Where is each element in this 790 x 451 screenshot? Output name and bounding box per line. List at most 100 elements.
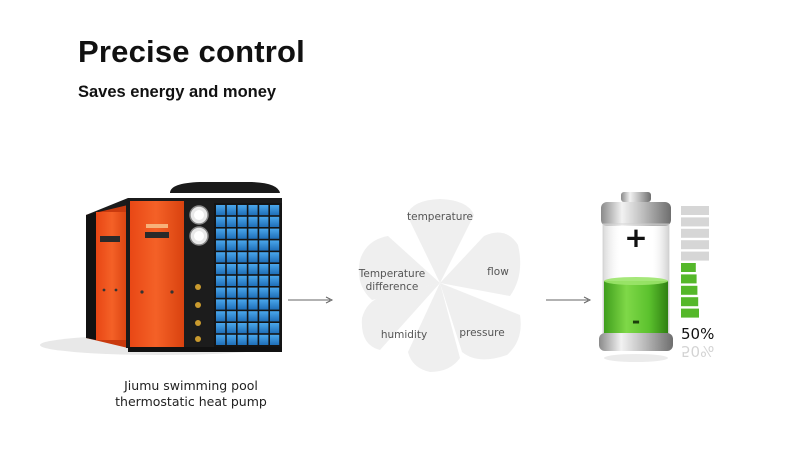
coil-cell (237, 311, 247, 322)
caption-line-2: thermostatic heat pump (115, 394, 267, 409)
meter-bar-empty (681, 251, 709, 261)
factor-humidity: humidity (380, 329, 428, 341)
meter-bar-filled (681, 308, 699, 318)
meter-bar-empty (681, 217, 709, 227)
coil-cell (270, 216, 280, 227)
coil-cell (226, 287, 236, 298)
coil-cell (216, 323, 226, 334)
factors-flower (358, 199, 521, 372)
meter-bar-empty (681, 240, 709, 250)
factor-flow: flow (487, 266, 509, 278)
meter-bar-filled (681, 297, 699, 307)
coil-cell (216, 216, 226, 227)
coil-cell (270, 228, 280, 239)
coil-cell (216, 252, 226, 263)
coil-cell (270, 264, 280, 275)
coil-cell (248, 252, 258, 263)
factor-pressure: pressure (459, 327, 505, 339)
coil-cell (226, 311, 236, 322)
coil-cell (270, 323, 280, 334)
coil-cell (248, 323, 258, 334)
page-subtitle: Saves energy and money (78, 83, 277, 101)
coil-cell (259, 299, 269, 310)
coil-cell (248, 228, 258, 239)
coil-cell (270, 205, 280, 216)
factor-temperature-difference: Temperature difference (352, 268, 432, 294)
battery-image: + - (599, 192, 673, 362)
battery-level-label: 50% (681, 325, 715, 343)
coil-cell (270, 299, 280, 310)
level-meter (681, 206, 709, 318)
coil-cell (248, 205, 258, 216)
factor-temperature-difference-line1: Temperature (358, 268, 426, 280)
coil-cell (259, 228, 269, 239)
coil-cell (237, 299, 247, 310)
coil-cell (216, 228, 226, 239)
petal-bottom (408, 283, 460, 372)
coil-cell (248, 287, 258, 298)
coil-cell (259, 311, 269, 322)
coil-cell (237, 275, 247, 286)
coil-cell (216, 311, 226, 322)
product-caption: Jiumu swimming pool thermostatic heat pu… (86, 378, 296, 410)
coil-cell (270, 311, 280, 322)
coil-cell (237, 252, 247, 263)
coil-cell (259, 240, 269, 251)
arrow-to-factors (288, 296, 334, 304)
coil-cell (226, 275, 236, 286)
coil-cell (237, 264, 247, 275)
coil-cell (248, 240, 258, 251)
coil-cell (259, 275, 269, 286)
coil-cell (259, 216, 269, 227)
coil-cell (237, 216, 247, 227)
coil-cell (216, 205, 226, 216)
coil-cell (270, 252, 280, 263)
coil-cell (216, 264, 226, 275)
coil-cell (216, 334, 226, 345)
coil-cell (248, 264, 258, 275)
coil-cell (248, 311, 258, 322)
petal-top (407, 199, 474, 283)
coil-cell (248, 275, 258, 286)
coil-cell (226, 323, 236, 334)
factor-temperature: temperature (407, 211, 473, 223)
coil-cell (259, 323, 269, 334)
coil-cell (237, 205, 247, 216)
coil-cell (216, 287, 226, 298)
coil-cell (248, 334, 258, 345)
coil-cell (259, 252, 269, 263)
coil-cell (237, 334, 247, 345)
meter-bar-filled (681, 263, 696, 272)
coil-cell (248, 299, 258, 310)
petal-bottom-left (361, 283, 440, 350)
coil-cell (226, 299, 236, 310)
petal-right (440, 232, 521, 296)
coil-cell (226, 264, 236, 275)
coil-cell (237, 240, 247, 251)
battery-level-reflection: 50% (681, 342, 715, 360)
meter-bar-filled (681, 285, 698, 295)
coil-cell (259, 205, 269, 216)
coil-cell (237, 323, 247, 334)
caption-line-1: Jiumu swimming pool (124, 378, 258, 393)
coil-cell (226, 228, 236, 239)
coil-cell (270, 275, 280, 286)
meter-bar-empty (681, 206, 709, 215)
coil-cell (226, 252, 236, 263)
meter-bar-filled (681, 274, 697, 284)
coil-cell (237, 228, 247, 239)
coil-cell (226, 205, 236, 216)
arrow-to-battery (546, 296, 592, 304)
page-title: Precise control (78, 34, 305, 69)
battery-plus-icon: + (624, 221, 647, 254)
coil-cell (226, 334, 236, 345)
coil-cell (259, 334, 269, 345)
coil-grid (216, 205, 280, 345)
coil-cell (270, 287, 280, 298)
heat-pump-image (40, 182, 282, 355)
factor-temperature-difference-line2: difference (365, 281, 419, 293)
coil-cell (259, 287, 269, 298)
coil-cell (259, 264, 269, 275)
meter-bar-empty (681, 228, 709, 238)
